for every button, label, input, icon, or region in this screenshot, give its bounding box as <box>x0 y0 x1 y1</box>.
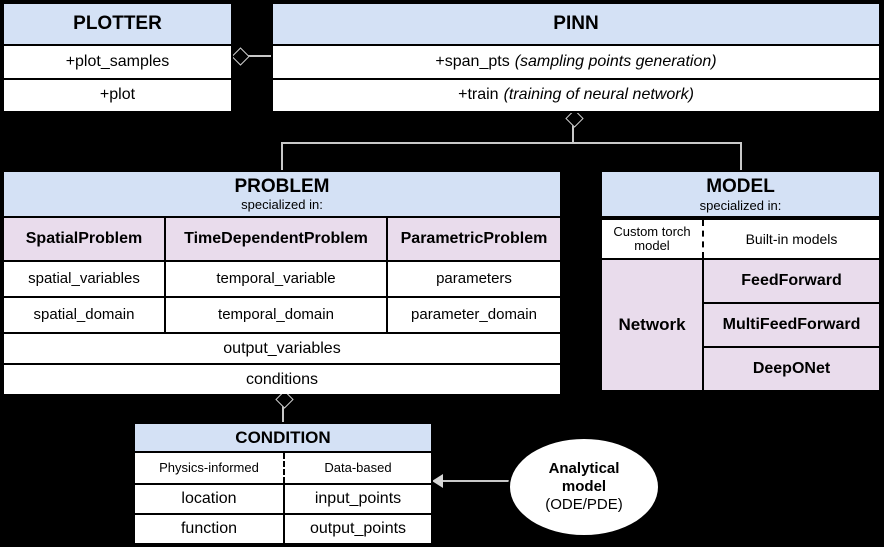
connector-plotter-pinn <box>233 55 273 57</box>
condition-attr-function: function <box>135 515 283 543</box>
analytical-line-3: (ODE/PDE) <box>545 496 623 513</box>
class-box-problem[interactable]: PROBLEM specialized in: SpatialProblem T… <box>2 170 562 394</box>
connector-problem-condition <box>282 398 284 423</box>
pinn-method-1-note: (training of neural network) <box>503 86 694 103</box>
problem-attr-temporal-domain: temporal_domain <box>164 298 386 332</box>
pinn-method-0[interactable]: +span_pts (sampling points generation) <box>273 46 879 78</box>
problem-attr-spatial-variables: spatial_variables <box>4 262 164 296</box>
condition-row-1: location input_points <box>135 483 431 513</box>
problem-shared-conditions: conditions <box>4 363 560 394</box>
condition-row-2: function output_points <box>135 513 431 543</box>
problem-attribute-row-1: spatial_variables temporal_variable para… <box>4 260 560 296</box>
condition-attr-output-points: output_points <box>283 515 431 543</box>
condition-title: CONDITION <box>135 424 431 453</box>
model-builtin-label: Built-in models <box>702 220 879 258</box>
plotter-title: PLOTTER <box>4 4 231 46</box>
arrowhead-condition <box>432 474 443 488</box>
class-box-pinn[interactable]: PINN +span_pts (sampling points generati… <box>271 2 881 113</box>
problem-specialization-parametric[interactable]: ParametricProblem <box>386 218 560 260</box>
plotter-method-0[interactable]: +plot_samples <box>4 46 231 78</box>
problem-subtitle: specialized in: <box>241 197 323 212</box>
analytical-line-2: model <box>561 478 607 495</box>
pinn-method-1[interactable]: +train (training of neural network) <box>273 78 879 110</box>
model-network-cell[interactable]: Network <box>602 260 702 390</box>
problem-attr-spatial-domain: spatial_domain <box>4 298 164 332</box>
class-box-condition[interactable]: CONDITION Physics-informed Data-based lo… <box>133 422 433 544</box>
problem-specialization-timedependent[interactable]: TimeDependentProblem <box>164 218 386 260</box>
model-builtin-multifeedforward[interactable]: MultiFeedForward <box>704 302 879 346</box>
problem-specialization-row: SpatialProblem TimeDependentProblem Para… <box>4 218 560 260</box>
plotter-method-1[interactable]: +plot <box>4 78 231 110</box>
analytical-model-node[interactable]: Analytical model (ODE/PDE) <box>508 437 660 537</box>
condition-attr-location: location <box>135 485 283 513</box>
pinn-method-0-name: +span_pts <box>435 53 510 70</box>
condition-kind-row: Physics-informed Data-based <box>135 453 431 483</box>
model-header: MODEL specialized in: <box>602 172 879 218</box>
problem-specialization-spatial[interactable]: SpatialProblem <box>4 218 164 260</box>
problem-title: PROBLEM <box>234 176 330 197</box>
problem-attr-temporal-variable: temporal_variable <box>164 262 386 296</box>
connector-pinn-trunk <box>572 117 574 143</box>
model-builtin-deeponet[interactable]: DeepONet <box>704 346 879 390</box>
condition-kind-physics-informed: Physics-informed <box>135 453 283 483</box>
model-category-row: Custom torch model Built-in models <box>602 218 879 258</box>
model-builtin-feedforward[interactable]: FeedForward <box>704 260 879 302</box>
problem-header: PROBLEM specialized in: <box>4 172 560 218</box>
problem-attr-parameter-domain: parameter_domain <box>386 298 560 332</box>
connector-branch-model <box>740 142 742 171</box>
pinn-method-1-name: +train <box>458 86 499 103</box>
problem-attribute-row-2: spatial_domain temporal_domain parameter… <box>4 296 560 332</box>
connector-analytical-condition <box>438 480 516 482</box>
connector-branch-problem <box>281 142 283 171</box>
connector-horizontal-bus <box>281 142 742 144</box>
pinn-method-0-note: (sampling points generation) <box>514 53 717 70</box>
problem-attr-parameters: parameters <box>386 262 560 296</box>
model-body: Network FeedForward MultiFeedForward Dee… <box>602 258 879 390</box>
model-builtin-list: FeedForward MultiFeedForward DeepONet <box>702 260 879 390</box>
condition-kind-data-based: Data-based <box>283 453 431 483</box>
analytical-line-1: Analytical <box>548 460 620 477</box>
pinn-title: PINN <box>273 4 879 46</box>
condition-attr-input-points: input_points <box>283 485 431 513</box>
model-title: MODEL <box>706 175 775 197</box>
aggregation-diamond-plotter <box>231 47 250 66</box>
model-subtitle: specialized in: <box>699 197 782 213</box>
problem-shared-output-variables: output_variables <box>4 332 560 363</box>
class-box-plotter[interactable]: PLOTTER +plot_samples +plot <box>2 2 233 113</box>
class-box-model[interactable]: MODEL specialized in: Custom torch model… <box>600 170 881 392</box>
model-custom-torch-label: Custom torch model <box>602 220 702 258</box>
